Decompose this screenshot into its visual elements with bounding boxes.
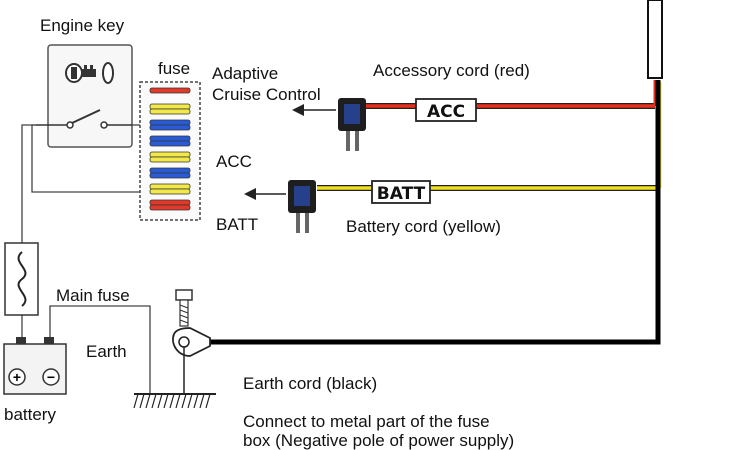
bolt-terminal [172,289,211,394]
ground-hatch-line [151,393,157,409]
ground-hatch-line [157,393,163,409]
ground-hatch-line [193,393,199,409]
acc-fuse-tap-icon [338,98,366,151]
fuse-cell [149,188,191,195]
fuse-cell [149,199,191,206]
acc-tag-text: ACC [427,102,465,122]
battery: + − battery [3,337,67,424]
cable-bundle-sleeve [647,0,663,79]
earth-label: Earth [86,342,127,361]
note-line-1: Connect to metal part of the fuse [243,412,490,431]
adaptive-label-line1: Adaptive [212,64,278,83]
fuse-cell [149,156,191,163]
engine-key-label: Engine key [40,16,125,35]
earth-cord-black-wire [200,80,661,345]
batt-arrow-head [244,188,256,200]
battery-negative-wire [49,305,151,394]
fuse-symbol-icon [17,251,27,307]
main-fuse-label: Main fuse [56,286,130,305]
earth-cord-label: Earth cord (black) [243,374,377,393]
accessory-cord-label: Accessory cord (red) [373,61,530,80]
battery-label: battery [4,405,56,424]
accessory-cord: ACC Accessory cord (red) [292,61,657,151]
cable-bundle [200,0,663,345]
ground-hatch-line [139,393,145,409]
key-batt-feed-wire [31,124,140,193]
batt-tag [371,180,431,204]
main-fuse: Main fuse [4,242,130,316]
fuse-cell [149,119,191,126]
fuse-cell [149,172,191,179]
fuse-cells [149,87,191,211]
key-icon [65,62,114,84]
ground-hatch-line [205,393,211,409]
ground-hatch-line [181,393,187,409]
ground-hatch-line [169,393,175,409]
acc-tag [415,98,477,122]
note-line-2: box (Negative pole of power supply) [243,431,514,450]
ground-hatch-line [145,393,151,409]
positive-terminal-icon [8,368,26,386]
fuse-cell [149,204,191,211]
ground-hatch-line [199,393,205,409]
engine-key-switch: Engine key [36,16,133,148]
ground-hatch-line [175,393,181,409]
adaptive-label-line2: Cruise Control [212,85,321,104]
ground-hatch-icon [133,393,211,409]
battery-cord-label: Battery cord (yellow) [346,217,501,236]
key-to-mainfuse-wire [21,124,36,243]
fuse-box: fuse [139,59,201,221]
fuse-cell [149,87,191,94]
fuse-cell [149,151,191,158]
negative-terminal-symbol: − [47,369,55,385]
acc-arrow-head [292,104,304,116]
fuse-cell [149,140,191,147]
positive-terminal-symbol: + [13,369,21,385]
acc-side-label: ACC [216,152,252,171]
batt-side-label: BATT [216,215,258,234]
engine-key-box [47,44,133,148]
fuse-cell [149,135,191,142]
earth-ground: Earth [86,342,216,409]
fuse-cell [149,167,191,174]
bolt-head-icon [175,289,193,301]
fuse-cell [149,124,191,131]
ground-hatch-line [133,393,139,409]
fuse-cell [149,103,191,110]
ground-hatch-line [187,393,193,409]
ground-hatch-line [163,393,169,409]
batt-tag-text: BATT [377,184,426,204]
switch-icon [36,109,132,129]
fuse-box-outline [139,81,201,221]
ring-terminal-icon [172,327,211,357]
negative-terminal-icon [42,368,60,386]
fuse-label: fuse [158,59,190,78]
fuse-cell [149,183,191,190]
batt-fuse-tap-icon [288,180,316,233]
fuse-cell [149,108,191,115]
